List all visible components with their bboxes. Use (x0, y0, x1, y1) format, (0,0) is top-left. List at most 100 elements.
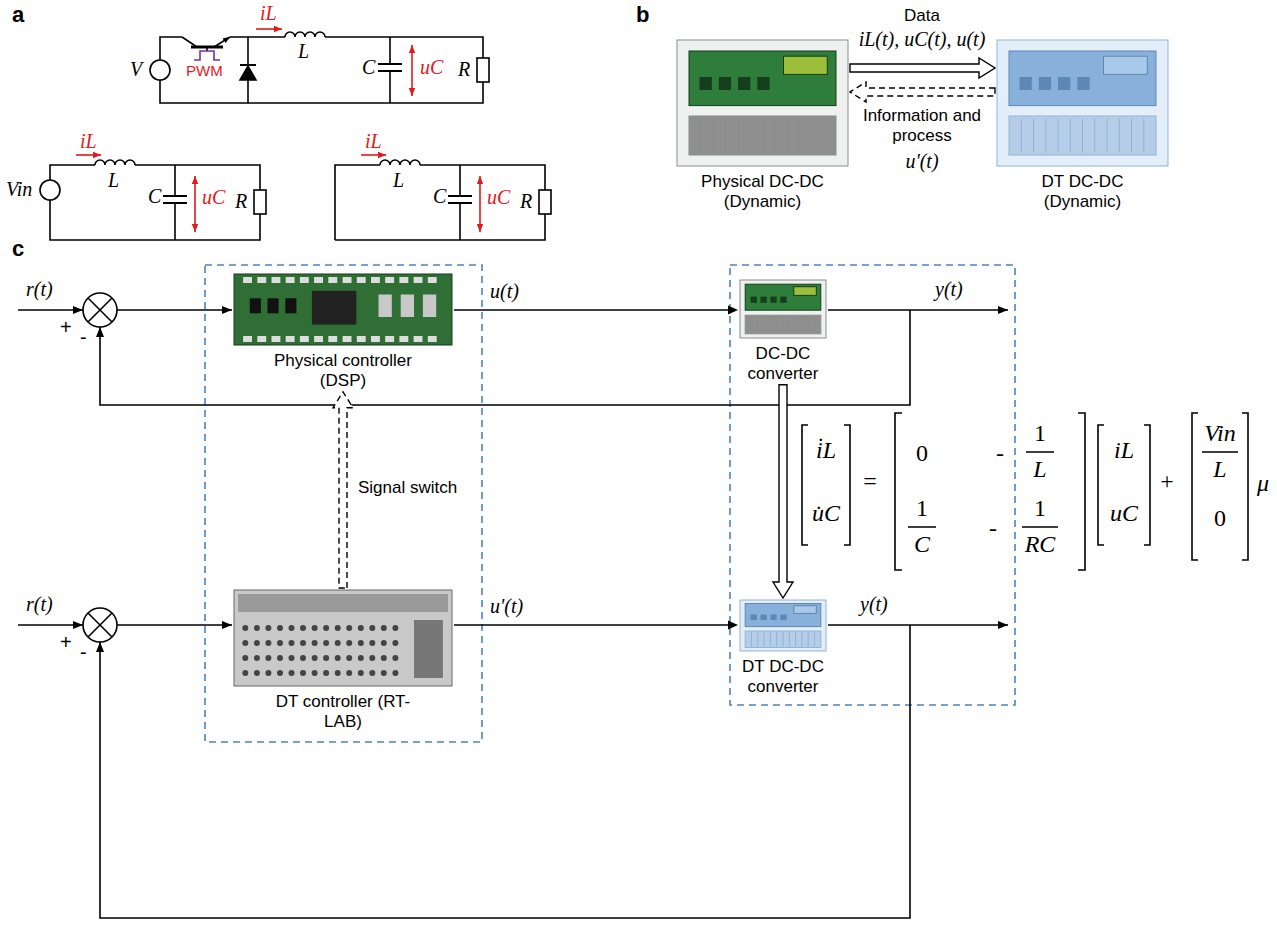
voltage-source (40, 180, 60, 200)
io-port (265, 640, 271, 646)
heatsink (1009, 116, 1156, 155)
io-port (358, 625, 364, 631)
io-port (300, 625, 306, 631)
pin-header (371, 277, 380, 283)
pin-header (314, 277, 323, 283)
inductor-symbol (95, 160, 135, 165)
io-port (392, 670, 398, 676)
connector-arrow (454, 306, 738, 315)
edge-label: u(t) (490, 280, 519, 303)
io-port (392, 655, 398, 661)
device-photo (738, 598, 828, 653)
device-caption: DT controller (RT-LAB) (273, 692, 413, 733)
chip (751, 615, 757, 621)
io-port (277, 625, 283, 631)
heatsink-fin (1070, 119, 1071, 153)
device-enclosure (740, 280, 826, 338)
circuit-signal-label: iL (80, 130, 97, 153)
heatsink-fin (776, 632, 777, 646)
heatsink-fin (764, 316, 765, 332)
pin-header (328, 277, 337, 283)
circuit-label: R (458, 58, 470, 81)
io-port (300, 655, 306, 661)
connector-arrow (773, 385, 793, 598)
heatsink-fin (808, 316, 809, 332)
device-node: DT DC-DC converter (738, 598, 828, 698)
circuit-signal-label: uC (202, 186, 225, 209)
sum-sign: - (80, 641, 87, 664)
buck-circuit (150, 29, 489, 103)
lcd-display (1104, 56, 1148, 74)
io-port (358, 640, 364, 646)
heatsink-fin (757, 316, 758, 332)
connector-arrow (454, 621, 738, 630)
pin-header (257, 336, 266, 342)
heatsink-fin (725, 119, 726, 153)
resistor-symbol (254, 190, 266, 214)
equation-term: Vin (1204, 420, 1236, 448)
rack-chassis (234, 590, 452, 686)
summing-junction (83, 608, 117, 642)
chip (268, 298, 279, 313)
lcd-display (794, 606, 817, 614)
hollow-arrow (850, 82, 995, 102)
device-illustration (738, 278, 828, 340)
io-port (335, 670, 341, 676)
io-port (335, 640, 341, 646)
io-port (300, 640, 306, 646)
hollow-arrow (333, 392, 353, 588)
device-caption: DC-DC converter (738, 344, 828, 385)
heatsink-fin (783, 316, 784, 332)
device-node: DC-DC converter (738, 278, 828, 385)
pin-header (243, 336, 252, 342)
io-port (242, 625, 248, 631)
heatsink-fin (757, 632, 758, 646)
device-caption: DT DC-DC converter (738, 657, 828, 698)
io-port (323, 670, 329, 676)
chip (757, 77, 769, 90)
pin-header (357, 336, 366, 342)
inductor-symbol (380, 160, 420, 165)
equation-term: 0 (916, 440, 928, 468)
chip (770, 297, 776, 303)
io-port (392, 640, 398, 646)
circuit-label: C (362, 56, 375, 79)
chip (761, 297, 767, 303)
circuit-board (745, 284, 821, 310)
heatsink-fin (799, 119, 800, 153)
equation-term: C (914, 531, 930, 559)
circuit-label: V (130, 58, 142, 81)
heatsink-fin (808, 632, 809, 646)
pin-header (343, 336, 352, 342)
vector-bracket (1098, 425, 1150, 545)
device-node: Physical controller (DSP) (232, 272, 454, 392)
equation-term: u̇C (812, 500, 840, 528)
heatsink-fin (750, 119, 751, 153)
io-port (346, 655, 352, 661)
io-port (381, 655, 387, 661)
heatsink-fin (1107, 119, 1108, 153)
wire (160, 37, 483, 103)
pin-header (328, 336, 337, 342)
io-port (265, 670, 271, 676)
io-port (369, 640, 375, 646)
pin-header (300, 277, 309, 283)
heatsink-fin (713, 119, 714, 153)
equation-term: uC (1110, 500, 1138, 528)
device-node: DT DC-DC (Dynamic) (995, 38, 1170, 213)
pin-header (300, 336, 309, 342)
equation-brackets (802, 413, 1248, 570)
io-port (289, 670, 295, 676)
pin-header (414, 336, 423, 342)
error-wire (117, 624, 232, 626)
device-node: Physical DC-DC (Dynamic) (675, 38, 850, 213)
error-wire (117, 309, 232, 311)
output-wire (828, 624, 1008, 626)
equation-term: 1 (1034, 495, 1046, 523)
sum-sign: + (60, 316, 72, 339)
chip (780, 615, 786, 621)
io-port (369, 670, 375, 676)
heatsink-fin (1021, 119, 1022, 153)
rack-module (414, 620, 443, 678)
device-enclosure (677, 40, 848, 166)
